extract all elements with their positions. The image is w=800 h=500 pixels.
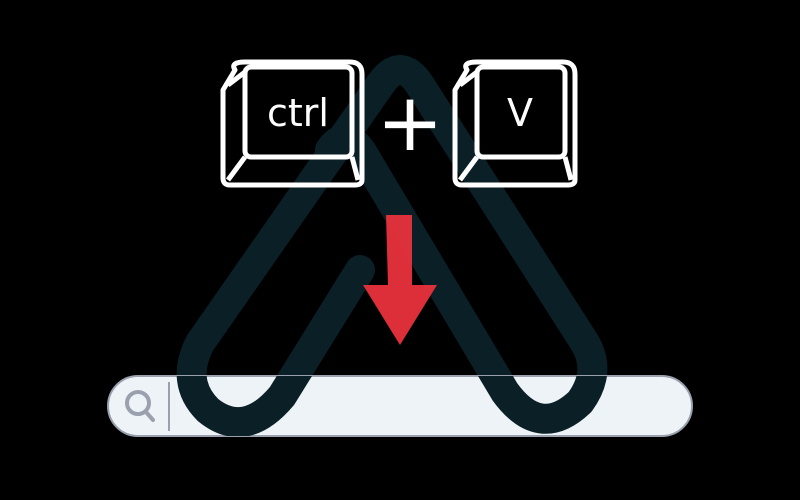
ctrl-key (220, 59, 365, 188)
plus-sign: + (376, 76, 443, 169)
search-input[interactable] (175, 380, 679, 434)
v-key (452, 59, 578, 188)
ctrl-key-label: ctrl (267, 91, 329, 135)
arrow-down-icon (363, 215, 437, 345)
v-key-label: V (507, 91, 533, 135)
search-icon (125, 390, 155, 422)
